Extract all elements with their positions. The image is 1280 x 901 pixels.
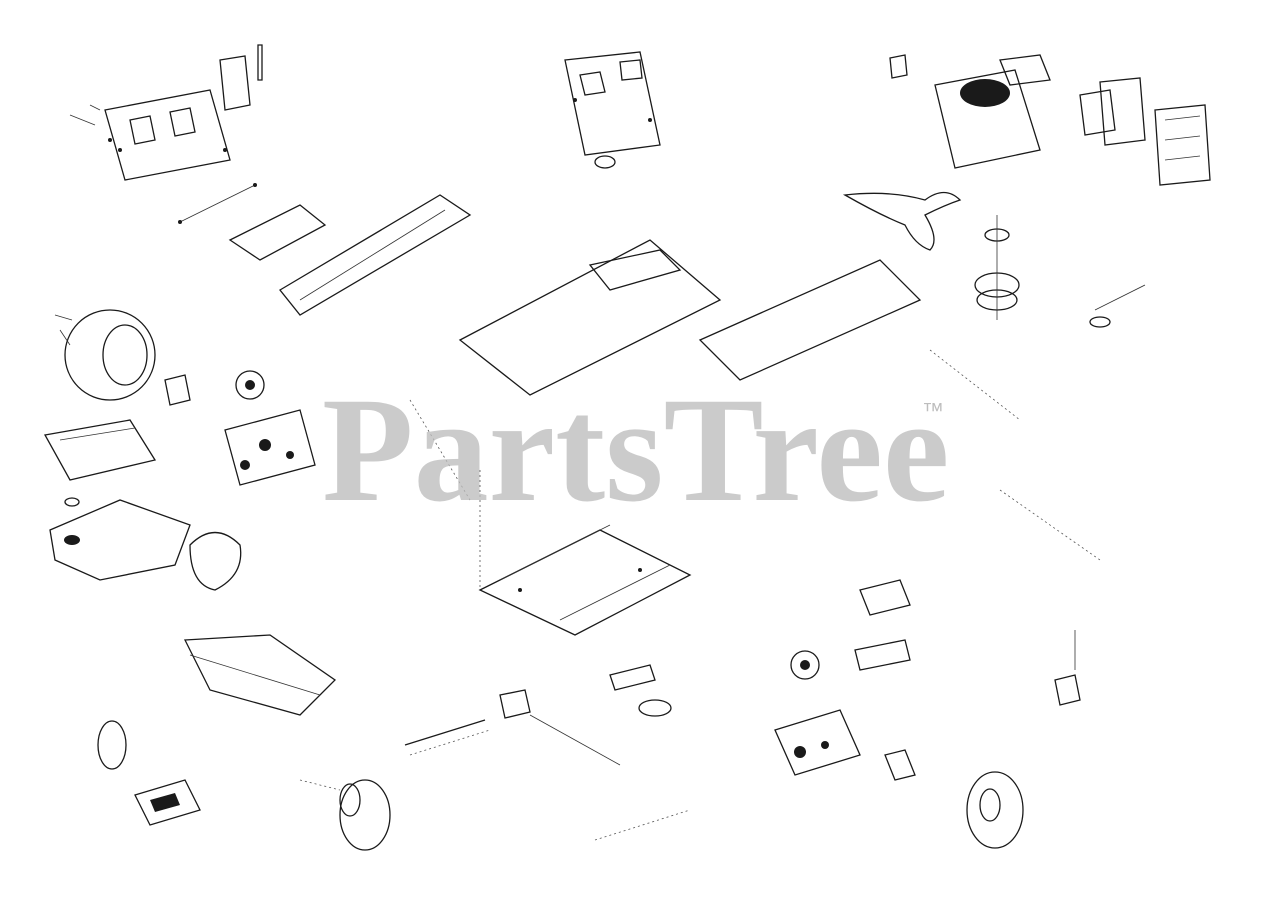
- engine-assembly[interactable]: [889, 54, 1211, 186]
- bracket-assembly-top-left[interactable]: [69, 44, 263, 181]
- front-axle[interactable]: [183, 634, 337, 716]
- rear-wheel-left[interactable]: [54, 309, 156, 401]
- front-wheel-left[interactable]: [97, 720, 391, 851]
- tie-rod[interactable]: [404, 689, 621, 766]
- main-frame[interactable]: [279, 194, 922, 396]
- deck-lift-assembly[interactable]: [478, 524, 692, 636]
- rear-wheel-right[interactable]: [966, 771, 1024, 849]
- pulley-stack[interactable]: [974, 215, 1146, 328]
- brake-bracket-right[interactable]: [854, 579, 1081, 706]
- foot-plate-left[interactable]: [43, 419, 157, 481]
- sprocket-right[interactable]: [790, 650, 820, 680]
- left-frame-rail[interactable]: [178, 183, 327, 261]
- mounting-plate-top-center[interactable]: [564, 51, 661, 169]
- transaxle-left[interactable]: [224, 409, 316, 486]
- sprocket-left[interactable]: [164, 370, 265, 406]
- transaxle-right[interactable]: [774, 709, 916, 781]
- seat-bracket-plate[interactable]: [134, 779, 201, 826]
- watermark-trademark: ™: [922, 398, 944, 423]
- assembly-leader-lines: [299, 349, 1101, 841]
- fuel-tank[interactable]: [49, 497, 242, 591]
- idler-pulley-center[interactable]: [609, 664, 672, 717]
- drive-belt[interactable]: [842, 191, 962, 251]
- watermark-logo: PartsTree: [322, 367, 949, 533]
